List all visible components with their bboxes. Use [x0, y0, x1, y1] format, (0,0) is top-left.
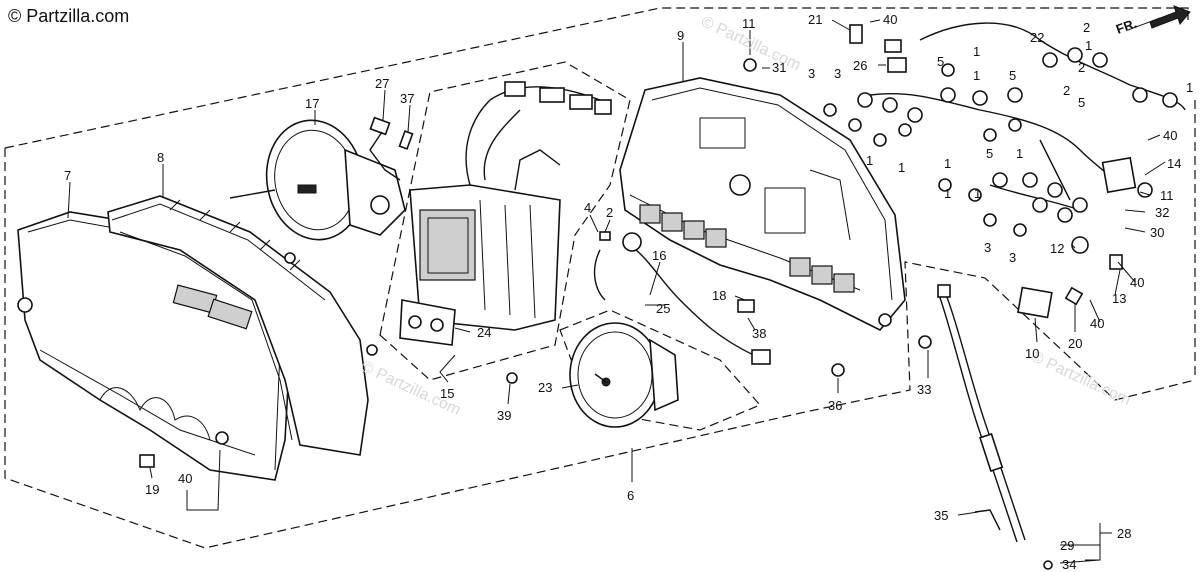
- callout-3-c: 3: [984, 240, 991, 255]
- callout-33: 33: [917, 382, 931, 397]
- callout-4: 4: [584, 200, 591, 215]
- callout-7: 7: [64, 168, 71, 183]
- callout-22: 22: [1030, 30, 1044, 45]
- watermark-corner: © Partzilla.com: [8, 6, 129, 26]
- callout-5-b: 5: [1009, 68, 1016, 83]
- harness-27: [369, 116, 401, 181]
- assembly-outline: [4, 7, 1196, 549]
- callout-26: 26: [853, 58, 867, 73]
- callout-15: 15: [440, 386, 454, 401]
- callout-19: 19: [145, 482, 159, 497]
- callout-18: 18: [712, 288, 726, 303]
- printed-circuit-assembly: [409, 81, 612, 331]
- watermark-faint-3: © Partzilla.com: [1028, 348, 1133, 409]
- wire-harness-16: [593, 232, 771, 365]
- callout-1-j: 1: [974, 186, 981, 201]
- callout-37: 37: [400, 91, 414, 106]
- callout-40-low: 40: [1090, 316, 1104, 331]
- callout-25: 25: [656, 301, 670, 316]
- callout-24: 24: [477, 325, 491, 340]
- callout-38: 38: [752, 326, 766, 341]
- callout-40-right: 40: [1163, 128, 1177, 143]
- callout-20: 20: [1068, 336, 1082, 351]
- callout-34: 34: [1062, 557, 1076, 572]
- callout-1-h: 1: [944, 156, 951, 171]
- callout-12: 12: [1050, 241, 1064, 256]
- callout-32: 32: [1155, 205, 1169, 220]
- callout-1-e: 1: [1016, 146, 1023, 161]
- speedometer: [569, 322, 679, 428]
- callout-1-d: 1: [1186, 80, 1193, 95]
- callout-labels: 7 8 17 27 37 9 11 21 40 31 26 3 3 5 1 1 …: [64, 12, 1193, 572]
- screw-37: [398, 130, 414, 150]
- callout-5-d: 5: [986, 146, 993, 161]
- sub-outline-left: [379, 61, 631, 381]
- callout-1-a: 1: [973, 44, 980, 59]
- callout-27: 27: [375, 76, 389, 91]
- callout-40-left: 40: [178, 471, 192, 486]
- callout-16: 16: [652, 248, 666, 263]
- callout-3-b: 3: [834, 66, 841, 81]
- callout-40-top: 40: [883, 12, 897, 27]
- callout-2-d: 2: [606, 205, 613, 220]
- meter-panel: [107, 195, 378, 456]
- callout-1-f: 1: [866, 153, 873, 168]
- callout-11-top: 11: [742, 16, 756, 31]
- callout-36: 36: [828, 398, 842, 413]
- callout-9: 9: [677, 28, 684, 43]
- callout-2-a: 2: [1083, 20, 1090, 35]
- tachometer: [229, 119, 406, 241]
- callout-1-g: 1: [898, 160, 905, 175]
- bulb-harness: [869, 22, 1186, 211]
- callout-1-i: 1: [944, 186, 951, 201]
- callout-39: 39: [497, 408, 511, 423]
- callout-10: 10: [1025, 346, 1039, 361]
- bulb-sockets: [139, 24, 1178, 468]
- callout-3-a: 3: [808, 66, 815, 81]
- callout-23: 23: [538, 380, 552, 395]
- callout-2-c: 2: [1063, 83, 1070, 98]
- meter-case: [619, 77, 906, 331]
- direction-label: FR.: [1114, 16, 1139, 37]
- callout-17: 17: [305, 96, 319, 111]
- callout-1-b: 1: [973, 68, 980, 83]
- callout-3-d: 3: [1009, 250, 1016, 265]
- callout-1-c: 1: [1085, 38, 1092, 53]
- front-direction-arrow: FR.: [1114, 5, 1191, 37]
- speedometer-cable: [937, 284, 1053, 570]
- callout-11-right: 11: [1160, 188, 1174, 203]
- callout-2-b: 2: [1078, 60, 1085, 75]
- callout-28: 28: [1117, 526, 1131, 541]
- callout-40-mid: 40: [1130, 275, 1144, 290]
- callout-5-a: 5: [937, 54, 944, 69]
- callout-29: 29: [1060, 538, 1074, 553]
- switch-panel: [399, 299, 456, 346]
- callout-14: 14: [1167, 156, 1181, 171]
- callout-35: 35: [934, 508, 948, 523]
- callout-6: 6: [627, 488, 634, 503]
- callout-13: 13: [1112, 291, 1126, 306]
- callout-8: 8: [157, 150, 164, 165]
- callout-30: 30: [1150, 225, 1164, 240]
- callout-21: 21: [808, 12, 822, 27]
- callout-5-c: 5: [1078, 95, 1085, 110]
- callout-31: 31: [772, 60, 786, 75]
